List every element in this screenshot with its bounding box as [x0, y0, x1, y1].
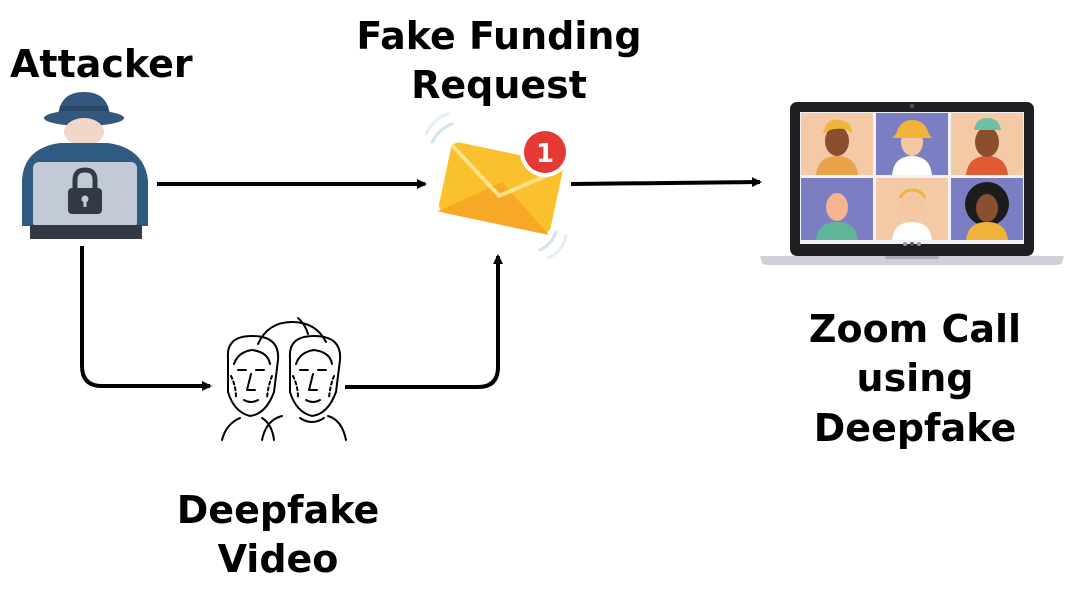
- attacker-label: Attacker: [10, 42, 193, 86]
- participant-2: [892, 120, 932, 175]
- badge-count: 1: [536, 139, 554, 169]
- participant-4: [816, 193, 858, 240]
- arrow-request-to-zoom: [570, 177, 762, 188]
- arrow-deepfake-to-request: [345, 254, 503, 389]
- participant-5: [892, 188, 932, 240]
- deepfake-video-label: Deepfake Video: [176, 488, 380, 582]
- arrow-attacker-to-deepfake: [80, 246, 212, 391]
- participant-1: [816, 119, 858, 175]
- participant-6: [965, 182, 1009, 240]
- fake-funding-request-label: Fake Funding Request: [356, 14, 642, 108]
- participant-3: [966, 118, 1008, 175]
- zoom-call-label: Zoom Call using Deepfake: [808, 307, 1022, 450]
